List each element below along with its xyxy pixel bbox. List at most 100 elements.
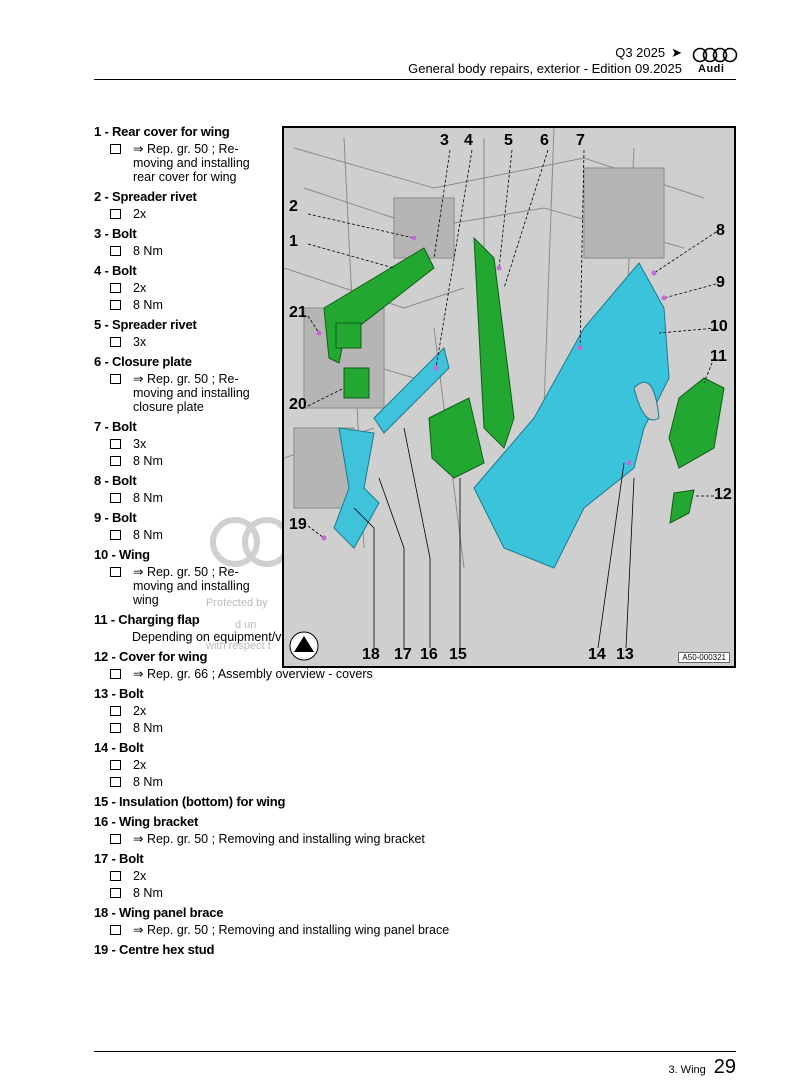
callout-11: 11 bbox=[710, 348, 727, 365]
item-detail-text: 8 Nm bbox=[133, 721, 163, 735]
item-detail-text: ⇒ Rep. gr. 50 ; Re-moving and installing… bbox=[133, 565, 250, 607]
item-title: 5 - Spreader rivet bbox=[94, 317, 197, 332]
item-detail: 8 Nm bbox=[110, 886, 754, 900]
item-detail-text: 8 Nm bbox=[133, 454, 163, 468]
callout-16: 16 bbox=[420, 646, 438, 663]
footer-section: 3. Wing bbox=[668, 1064, 706, 1076]
item-detail: ⇒ Rep. gr. 50 ; Re-moving and installing… bbox=[110, 372, 754, 414]
item-detail-text: 8 Nm bbox=[133, 775, 163, 789]
item-detail-text: 8 Nm bbox=[133, 244, 163, 258]
item-detail: 2x bbox=[110, 704, 754, 718]
item-detail-text: ⇒ Rep. gr. 50 ; Re-moving and installing… bbox=[133, 372, 250, 414]
callout-1: 1 bbox=[289, 233, 298, 250]
item-title: 6 - Closure plate bbox=[94, 354, 192, 369]
header-divider bbox=[94, 79, 736, 80]
list-item: 7 - Bolt 3x 8 Nm bbox=[94, 419, 754, 468]
item-detail: ⇒ Rep. gr. 50 ; Re-moving and installing… bbox=[110, 565, 754, 607]
item-title: 17 - Bolt bbox=[94, 851, 144, 866]
item-detail-text: 8 Nm bbox=[133, 886, 163, 900]
list-item: 16 - Wing bracket ⇒ Rep. gr. 50 ; Removin… bbox=[94, 814, 754, 846]
item-title: 8 - Bolt bbox=[94, 473, 137, 488]
item-detail: ⇒ Rep. gr. 66 ; Assembly overview - cove… bbox=[110, 667, 754, 681]
checkbox-icon bbox=[110, 209, 121, 219]
list-item: 5 - Spreader rivet 3x bbox=[94, 317, 754, 349]
item-title: 3 - Bolt bbox=[94, 226, 137, 241]
checkbox-icon bbox=[110, 456, 121, 466]
item-detail-text: 2x bbox=[133, 207, 147, 221]
list-item: 17 - Bolt 2x 8 Nm bbox=[94, 851, 754, 900]
arrow-icon: ➤ bbox=[671, 45, 682, 60]
exploded-view-figure: 3 4 5 6 7 2 1 21 20 19 8 9 10 11 12 18 1… bbox=[282, 126, 736, 668]
item-title: 7 - Bolt bbox=[94, 419, 137, 434]
footer-divider bbox=[94, 1051, 736, 1052]
item-detail-text: 8 Nm bbox=[133, 298, 163, 312]
callout-12: 12 bbox=[714, 486, 732, 503]
item-title: 14 - Bolt bbox=[94, 740, 144, 755]
list-item: 18 - Wing panel brace ⇒ Rep. gr. 50 ; Rem… bbox=[94, 905, 754, 937]
list-item: 6 - Closure plate ⇒ Rep. gr. 50 ; Re-movi… bbox=[94, 354, 754, 414]
item-detail-text: 8 Nm bbox=[133, 491, 163, 505]
callout-7: 7 bbox=[576, 132, 585, 149]
list-item: 1 - Rear cover for wing ⇒ Rep. gr. 50 ; R… bbox=[94, 124, 754, 184]
list-item: 10 - Wing⇒ Rep. gr. 50 ; Re-moving and i… bbox=[94, 547, 754, 607]
checkbox-icon bbox=[110, 706, 121, 716]
checkbox-icon bbox=[110, 925, 121, 935]
callout-6: 6 bbox=[540, 132, 549, 149]
callout-17: 17 bbox=[394, 646, 412, 663]
parts-list: 1 - Rear cover for wing ⇒ Rep. gr. 50 ; R… bbox=[94, 124, 754, 962]
callout-5: 5 bbox=[504, 132, 513, 149]
model-name: Q3 2025 bbox=[615, 45, 666, 60]
watermark-text-1: Protected by bbox=[206, 597, 268, 609]
list-item: 14 - Bolt 2x 8 Nm bbox=[94, 740, 754, 789]
audi-wordmark: Audi bbox=[698, 63, 725, 75]
item-detail: 3x bbox=[110, 335, 754, 349]
checkbox-icon bbox=[110, 888, 121, 898]
item-detail: ⇒ Rep. gr. 50 ; Removing and installing … bbox=[110, 832, 754, 846]
item-detail: 8 Nm bbox=[110, 721, 754, 735]
item-detail-text: 2x bbox=[133, 704, 147, 718]
page-header: Q3 2025 ➤ General body repairs, exterior… bbox=[408, 45, 682, 77]
checkbox-icon bbox=[110, 283, 121, 293]
figure-code: A50-000321 bbox=[678, 652, 730, 663]
callout-21: 21 bbox=[289, 304, 307, 321]
item-detail: 8 Nm bbox=[110, 491, 754, 505]
item-title: 13 - Bolt bbox=[94, 686, 144, 701]
item-detail-text: ⇒ Rep. gr. 50 ; Removing and installing … bbox=[133, 832, 425, 846]
item-detail: ⇒ Rep. gr. 50 ; Re-moving and installing… bbox=[110, 142, 754, 184]
checkbox-icon bbox=[110, 723, 121, 733]
item-title: 2 - Spreader rivet bbox=[94, 189, 197, 204]
callout-10: 10 bbox=[710, 318, 728, 335]
checkbox-icon bbox=[110, 760, 121, 770]
item-detail: 2x bbox=[110, 207, 754, 221]
item-detail: 2x bbox=[110, 869, 754, 883]
callout-14: 14 bbox=[588, 646, 606, 663]
checkbox-icon bbox=[110, 493, 121, 503]
checkbox-icon bbox=[110, 777, 121, 787]
item-detail-text: 2x bbox=[133, 869, 147, 883]
callout-9: 9 bbox=[716, 274, 725, 291]
checkbox-icon bbox=[110, 300, 121, 310]
watermark-text-2: d un bbox=[235, 619, 257, 631]
callout-18: 18 bbox=[362, 646, 380, 663]
list-item: 19 - Centre hex stud bbox=[94, 942, 754, 957]
item-detail-text: ⇒ Rep. gr. 50 ; Removing and installing … bbox=[133, 923, 450, 937]
item-detail-text: 3x bbox=[133, 437, 147, 451]
model-line: Q3 2025 ➤ bbox=[408, 45, 682, 61]
page-footer: 3. Wing 29 bbox=[668, 1056, 736, 1079]
list-item: 8 - Bolt 8 Nm bbox=[94, 473, 754, 505]
item-title: 18 - Wing panel brace bbox=[94, 905, 224, 920]
checkbox-icon bbox=[110, 374, 121, 384]
item-detail-text: 2x bbox=[133, 758, 147, 772]
item-detail: ⇒ Rep. gr. 50 ; Removing and installing … bbox=[110, 923, 754, 937]
item-title: 4 - Bolt bbox=[94, 263, 137, 278]
callout-8: 8 bbox=[716, 222, 725, 239]
callout-19: 19 bbox=[289, 516, 307, 533]
item-title: 16 - Wing bracket bbox=[94, 814, 199, 829]
callout-3: 3 bbox=[440, 132, 449, 149]
item-detail: 8 Nm bbox=[110, 454, 754, 468]
watermark-rings bbox=[210, 517, 285, 567]
item-title: 12 - Cover for wing bbox=[94, 649, 208, 664]
item-detail: 3x bbox=[110, 437, 754, 451]
item-detail: 8 Nm bbox=[110, 775, 754, 789]
item-title: 1 - Rear cover for wing bbox=[94, 124, 230, 139]
